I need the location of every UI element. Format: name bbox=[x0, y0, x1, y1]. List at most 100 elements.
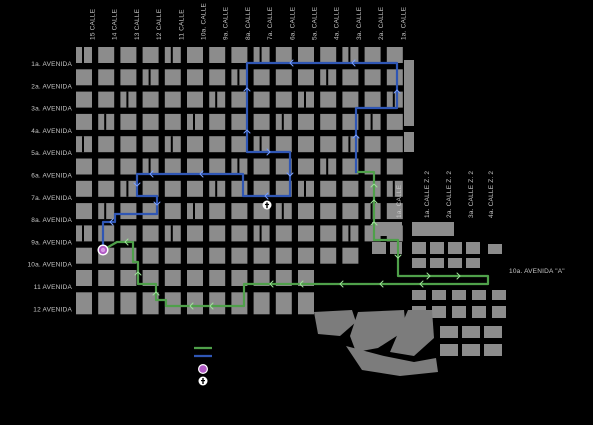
city-block bbox=[298, 203, 314, 220]
city-block bbox=[76, 113, 92, 130]
city-block bbox=[372, 242, 386, 254]
city-block bbox=[342, 203, 359, 220]
city-block bbox=[120, 69, 137, 86]
city-block bbox=[320, 180, 337, 197]
route-arrow-icon bbox=[243, 87, 251, 92]
city-block bbox=[209, 113, 226, 130]
city-blocks bbox=[76, 47, 506, 356]
city-block bbox=[142, 270, 159, 286]
route-arrow-icon bbox=[199, 170, 204, 178]
city-block bbox=[98, 225, 115, 242]
city-block bbox=[320, 136, 337, 153]
city-block bbox=[386, 203, 403, 220]
block-divider bbox=[259, 47, 262, 63]
route-arrow-icon bbox=[394, 254, 402, 259]
city-block bbox=[488, 244, 502, 254]
city-block bbox=[298, 292, 314, 315]
routes bbox=[101, 61, 490, 308]
city-block bbox=[142, 180, 159, 197]
city-block bbox=[76, 91, 92, 108]
city-block bbox=[484, 326, 502, 338]
city-block bbox=[120, 158, 137, 175]
city-block bbox=[231, 91, 248, 108]
block-divider bbox=[326, 69, 329, 86]
calle-label: 8a. CALLE bbox=[245, 6, 252, 40]
city-block bbox=[76, 69, 92, 86]
block-divider bbox=[104, 203, 107, 220]
city-block bbox=[253, 91, 270, 108]
city-block bbox=[98, 180, 115, 197]
route-arrow-icon bbox=[419, 280, 424, 288]
calle-label: 11 CALLE bbox=[178, 9, 185, 40]
route-arrow-icon bbox=[289, 59, 294, 67]
city-block bbox=[187, 69, 203, 86]
city-block bbox=[253, 180, 270, 197]
city-block bbox=[120, 47, 137, 63]
route-arrow-icon bbox=[299, 280, 304, 288]
route-arrow-icon bbox=[456, 272, 461, 280]
irregular-block bbox=[390, 310, 434, 356]
route-arrow-icon bbox=[134, 271, 142, 276]
zona2-calle-label: 4a. CALLE Z. 2 bbox=[488, 171, 495, 218]
city-block bbox=[386, 69, 403, 86]
block-divider bbox=[237, 69, 240, 86]
city-block bbox=[98, 69, 115, 86]
city-block bbox=[120, 136, 137, 153]
calle-label: 12 CALLE bbox=[156, 8, 163, 40]
city-block bbox=[231, 136, 248, 153]
city-block bbox=[164, 158, 181, 175]
city-block bbox=[372, 222, 402, 236]
city-block bbox=[390, 242, 402, 254]
map-markers bbox=[97, 200, 272, 256]
city-block bbox=[440, 344, 458, 356]
city-block bbox=[231, 180, 248, 197]
route-arrow-icon bbox=[209, 302, 214, 310]
city-block bbox=[364, 158, 381, 175]
route-arrow-icon bbox=[133, 182, 141, 187]
city-block bbox=[253, 270, 270, 286]
calle-label: 14 CALLE bbox=[112, 8, 119, 40]
legend bbox=[194, 346, 212, 386]
city-block bbox=[298, 113, 314, 130]
city-block bbox=[187, 47, 203, 63]
avenida-label: 5a. AVENIDA bbox=[31, 150, 72, 157]
green-route bbox=[101, 170, 490, 308]
city-block bbox=[231, 47, 248, 63]
route-arrow-icon bbox=[124, 238, 129, 246]
block-divider bbox=[104, 113, 107, 130]
city-block bbox=[231, 203, 248, 220]
city-block bbox=[76, 180, 92, 197]
city-block bbox=[253, 69, 270, 86]
city-block bbox=[298, 158, 314, 175]
block-divider bbox=[370, 203, 373, 220]
city-block bbox=[320, 225, 337, 242]
city-block bbox=[98, 91, 115, 108]
block-divider bbox=[170, 225, 173, 242]
block-divider bbox=[392, 180, 395, 197]
city-block bbox=[430, 258, 444, 268]
city-block bbox=[364, 136, 381, 153]
city-block bbox=[320, 247, 337, 264]
city-block bbox=[76, 292, 92, 315]
city-block bbox=[275, 136, 292, 153]
block-divider bbox=[193, 203, 195, 220]
calle-label: 4a. CALLE bbox=[334, 6, 341, 40]
city-block bbox=[342, 91, 359, 108]
route-arrow-icon bbox=[426, 272, 431, 280]
route-arrow-icon bbox=[153, 201, 161, 206]
city-block bbox=[120, 113, 137, 130]
city-block bbox=[164, 270, 181, 286]
city-block bbox=[342, 113, 359, 130]
city-block bbox=[432, 306, 446, 318]
block-divider bbox=[326, 158, 329, 175]
city-block bbox=[275, 91, 292, 108]
city-block bbox=[484, 344, 502, 356]
calle-label: 13 CALLE bbox=[134, 8, 141, 40]
city-block bbox=[412, 242, 426, 254]
city-block bbox=[142, 247, 159, 264]
block-divider bbox=[237, 158, 240, 175]
city-block bbox=[275, 292, 292, 315]
city-block bbox=[472, 306, 486, 318]
city-block bbox=[76, 203, 92, 220]
